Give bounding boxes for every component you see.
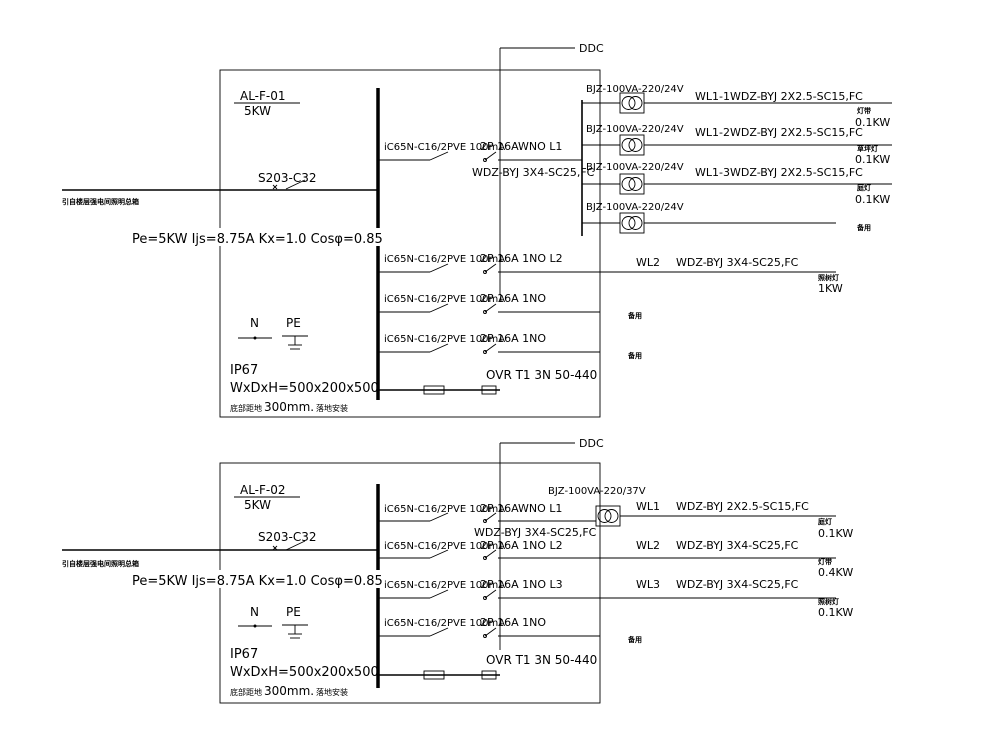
- branch-2-load-name: 照树灯: [818, 273, 839, 282]
- transformer-label: BJZ-100VA-220/24V: [586, 202, 684, 213]
- ip-rating: IP67: [230, 363, 258, 378]
- branch-4-load-name: 备用: [627, 351, 642, 360]
- cable-spec: WDZ-BYJ 2X2.5-SC15,FC: [730, 90, 863, 103]
- surge-protector-label: OVR T1 3N 50-440: [486, 368, 597, 382]
- neutral-label: N: [250, 605, 259, 619]
- branch-3-switch-label: 2P 16A 1NO: [480, 292, 546, 305]
- branch-1-load-power: 0.1KW: [818, 527, 853, 540]
- transformer-label: BJZ-100VA-220/24V: [586, 162, 684, 173]
- transformer-label: BJZ-100VA-220/37V: [548, 486, 646, 497]
- branch-1-cable-spec: WDZ-BYJ 2X2.5-SC15,FC: [676, 500, 809, 513]
- install-prefix: 底部距地: [230, 403, 262, 413]
- panel-al-f-02: AL-F-02 5KW DDC 引自楼层强电间照明总箱 S203-C32 Pe=…: [62, 437, 853, 704]
- branch-3-circuit-id: WL3: [636, 578, 660, 591]
- branch-3-load-name: 照树灯: [818, 597, 839, 606]
- branch-3-breaker-label: iC65N-C16/2PVE 100mA: [384, 580, 505, 591]
- load-name: 备用: [856, 223, 871, 232]
- enclosure-size: WxDxH=500x200x500: [230, 665, 379, 680]
- branch-4-breaker-label: iC65N-C16/2PVE 100mA: [384, 618, 505, 629]
- branch-2-load-power: 0.4KW: [818, 566, 853, 579]
- branch-1-circuit-id: WL1: [636, 500, 660, 513]
- load-name: 草坪灯: [857, 144, 878, 153]
- load-name: 庭灯: [857, 183, 871, 192]
- cable-spec: WDZ-BYJ 2X2.5-SC15,FC: [730, 166, 863, 179]
- ip-rating: IP67: [230, 647, 258, 662]
- ddc-label: DDC: [579, 437, 604, 450]
- branch-1-cable-label: WDZ-BYJ 3X4-SC25,FC: [472, 166, 595, 179]
- panel-power: 5KW: [244, 104, 271, 118]
- circuit-id: WL1-2: [695, 126, 730, 139]
- transformer-4: BJZ-100VA-220/24V 备用: [582, 202, 871, 234]
- transformer-1: BJZ-100VA-220/24V WL1-1 WDZ-BYJ 2X2.5-SC…: [582, 84, 892, 129]
- branch-4-breaker-label: iC65N-C16/2PVE 100mA: [384, 334, 505, 345]
- panel-name: AL-F-02: [240, 483, 286, 497]
- incoming-breaker-label: S203-C32: [258, 530, 317, 544]
- transformer-2: BJZ-100VA-220/24V WL1-2 WDZ-BYJ 2X2.5-SC…: [582, 124, 892, 166]
- branch-1-load-name: 庭灯: [818, 517, 832, 526]
- branch-3-breaker-label: iC65N-C16/2PVE 100mA: [384, 294, 505, 305]
- load-power: 0.1KW: [855, 116, 890, 129]
- branch-1-switch-label: 2P 16AWNO L1: [480, 140, 562, 153]
- install-height: 300mm.: [264, 400, 314, 414]
- load-calculation: Pe=5KW Ijs=8.75A Kx=1.0 Cosφ=0.85: [132, 232, 383, 247]
- incoming-breaker-label: S203-C32: [258, 171, 317, 185]
- transformer-label: BJZ-100VA-220/24V: [586, 84, 684, 95]
- incoming-label: 引自楼层强电间照明总箱: [62, 559, 139, 568]
- branch-4-switch-label: 2P 16A 1NO: [480, 332, 546, 345]
- load-name: 灯带: [857, 106, 871, 115]
- panel-name: AL-F-01: [240, 89, 286, 103]
- branch-2-load-name: 灯带: [818, 557, 832, 566]
- branch-2-circuit-id: WL2: [636, 256, 660, 269]
- cable-spec: WDZ-BYJ 2X2.5-SC15,FC: [730, 126, 863, 139]
- branch-1-switch-label: 2P 16AWNO L1: [480, 502, 562, 515]
- pe-label: PE: [286, 605, 301, 619]
- branch-2-switch-label: 2P 16A 1NO L2: [480, 539, 563, 552]
- panel-al-f-01: AL-F-01 5KW DDC 引自楼层强电间照明总箱 S203-C32 Pe=…: [62, 42, 892, 418]
- install-suffix: 落地安装: [316, 403, 348, 413]
- branch-2-circuit-id: WL2: [636, 539, 660, 552]
- branch-3-load-name: 备用: [627, 311, 642, 320]
- branch-2-load-power: 1KW: [818, 282, 843, 295]
- circuit-id: WL1-1: [695, 90, 730, 103]
- branch-4-load-name: 备用: [627, 635, 642, 644]
- incoming-label: 引自楼层强电间照明总箱: [62, 197, 139, 206]
- branch-1-breaker-label: iC65N-C16/2PVE 100mA: [384, 142, 505, 153]
- load-calculation: Pe=5KW Ijs=8.75A Kx=1.0 Cosφ=0.85: [132, 574, 383, 589]
- install-suffix: 落地安装: [316, 687, 348, 697]
- branch-3-load-power: 0.1KW: [818, 606, 853, 619]
- circuit-id: WL1-3: [695, 166, 730, 179]
- branch-1-breaker-label: iC65N-C16/2PVE 100mA: [384, 504, 505, 515]
- branch-3-switch-label: 2P 16A 1NO L3: [480, 578, 563, 591]
- branch-2-cable-spec: WDZ-BYJ 3X4-SC25,FC: [676, 256, 799, 269]
- branch-2-switch-label: 2P 16A 1NO L2: [480, 252, 563, 265]
- branch-2-breaker-label: iC65N-C16/2PVE 100mA: [384, 254, 505, 265]
- branch-4-switch-label: 2P 16A 1NO: [480, 616, 546, 629]
- enclosure-size: WxDxH=500x200x500: [230, 381, 379, 396]
- branch-1-cable-label: WDZ-BYJ 3X4-SC25,FC: [474, 526, 597, 539]
- install-height: 300mm.: [264, 684, 314, 698]
- pe-label: PE: [286, 316, 301, 330]
- ddc-label: DDC: [579, 42, 604, 55]
- surge-protector-label: OVR T1 3N 50-440: [486, 653, 597, 667]
- load-power: 0.1KW: [855, 153, 890, 166]
- neutral-label: N: [250, 316, 259, 330]
- transformer-label: BJZ-100VA-220/24V: [586, 124, 684, 135]
- load-power: 0.1KW: [855, 193, 890, 206]
- transformer-3: BJZ-100VA-220/24V WL1-3 WDZ-BYJ 2X2.5-SC…: [582, 162, 892, 206]
- panel-power: 5KW: [244, 498, 271, 512]
- branch-2-cable-spec: WDZ-BYJ 3X4-SC25,FC: [676, 539, 799, 552]
- branch-2-breaker-label: iC65N-C16/2PVE 100mA: [384, 541, 505, 552]
- branch-3-cable-spec: WDZ-BYJ 3X4-SC25,FC: [676, 578, 799, 591]
- install-prefix: 底部距地: [230, 687, 262, 697]
